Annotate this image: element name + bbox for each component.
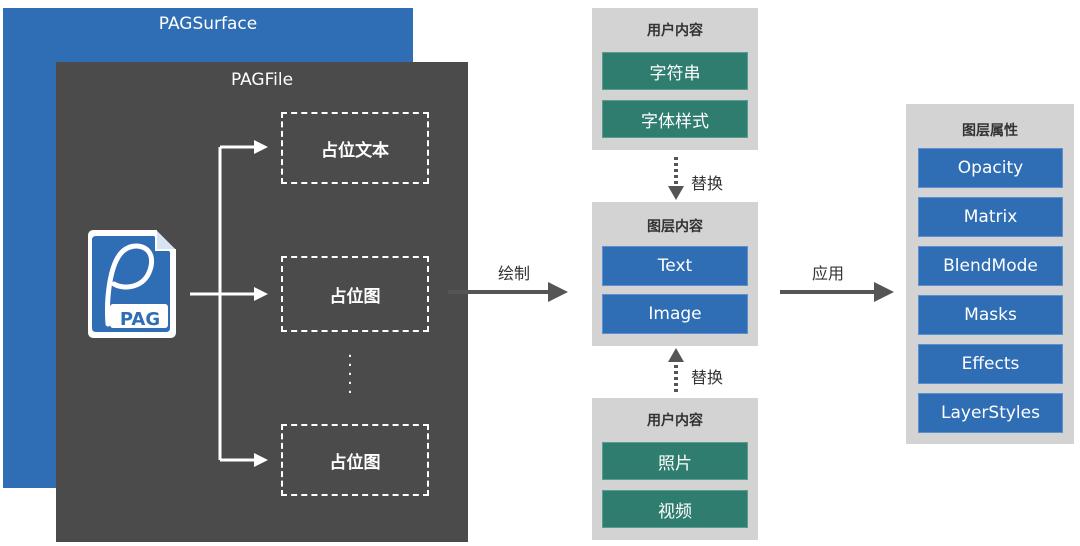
vertical-ellipsis: ····· — [347, 346, 353, 403]
photo-box: 照片 — [602, 442, 748, 480]
layer-content-title: 图层内容 — [647, 219, 703, 235]
layer-props-title: 图层属性 — [962, 123, 1018, 139]
placeholder-text: 占位文本 — [281, 112, 429, 184]
user-content-title-top: 用户内容 — [647, 23, 703, 39]
video-box: 视频 — [602, 490, 748, 528]
placeholder-image-1: 占位图 — [281, 256, 429, 332]
replace-label-bottom: 替换 — [691, 368, 724, 387]
placeholder-image-2: 占位图 — [281, 424, 429, 496]
apply-label: 应用 — [812, 264, 845, 283]
replace-label-top: 替换 — [691, 174, 724, 193]
font-style-box: 字体样式 — [602, 100, 748, 138]
pag-logo-text: PAG — [119, 309, 161, 330]
text-layer-box: Text — [602, 246, 748, 286]
matrix-box: Matrix — [918, 197, 1063, 237]
blendmode-box: BlendMode — [918, 246, 1063, 286]
image-layer-box: Image — [602, 294, 748, 334]
pag-surface-title: PAGSurface — [158, 14, 258, 34]
effects-box: Effects — [918, 344, 1063, 384]
user-content-title-bottom: 用户内容 — [647, 413, 703, 429]
masks-box: Masks — [918, 295, 1063, 335]
pag-file-title: PAGFile — [230, 70, 294, 90]
pag-logo-icon — [86, 228, 178, 340]
draw-label: 绘制 — [498, 264, 531, 283]
layerstyles-box: LayerStyles — [918, 393, 1063, 433]
opacity-box: Opacity — [918, 148, 1063, 188]
string-box: 字符串 — [602, 52, 748, 90]
